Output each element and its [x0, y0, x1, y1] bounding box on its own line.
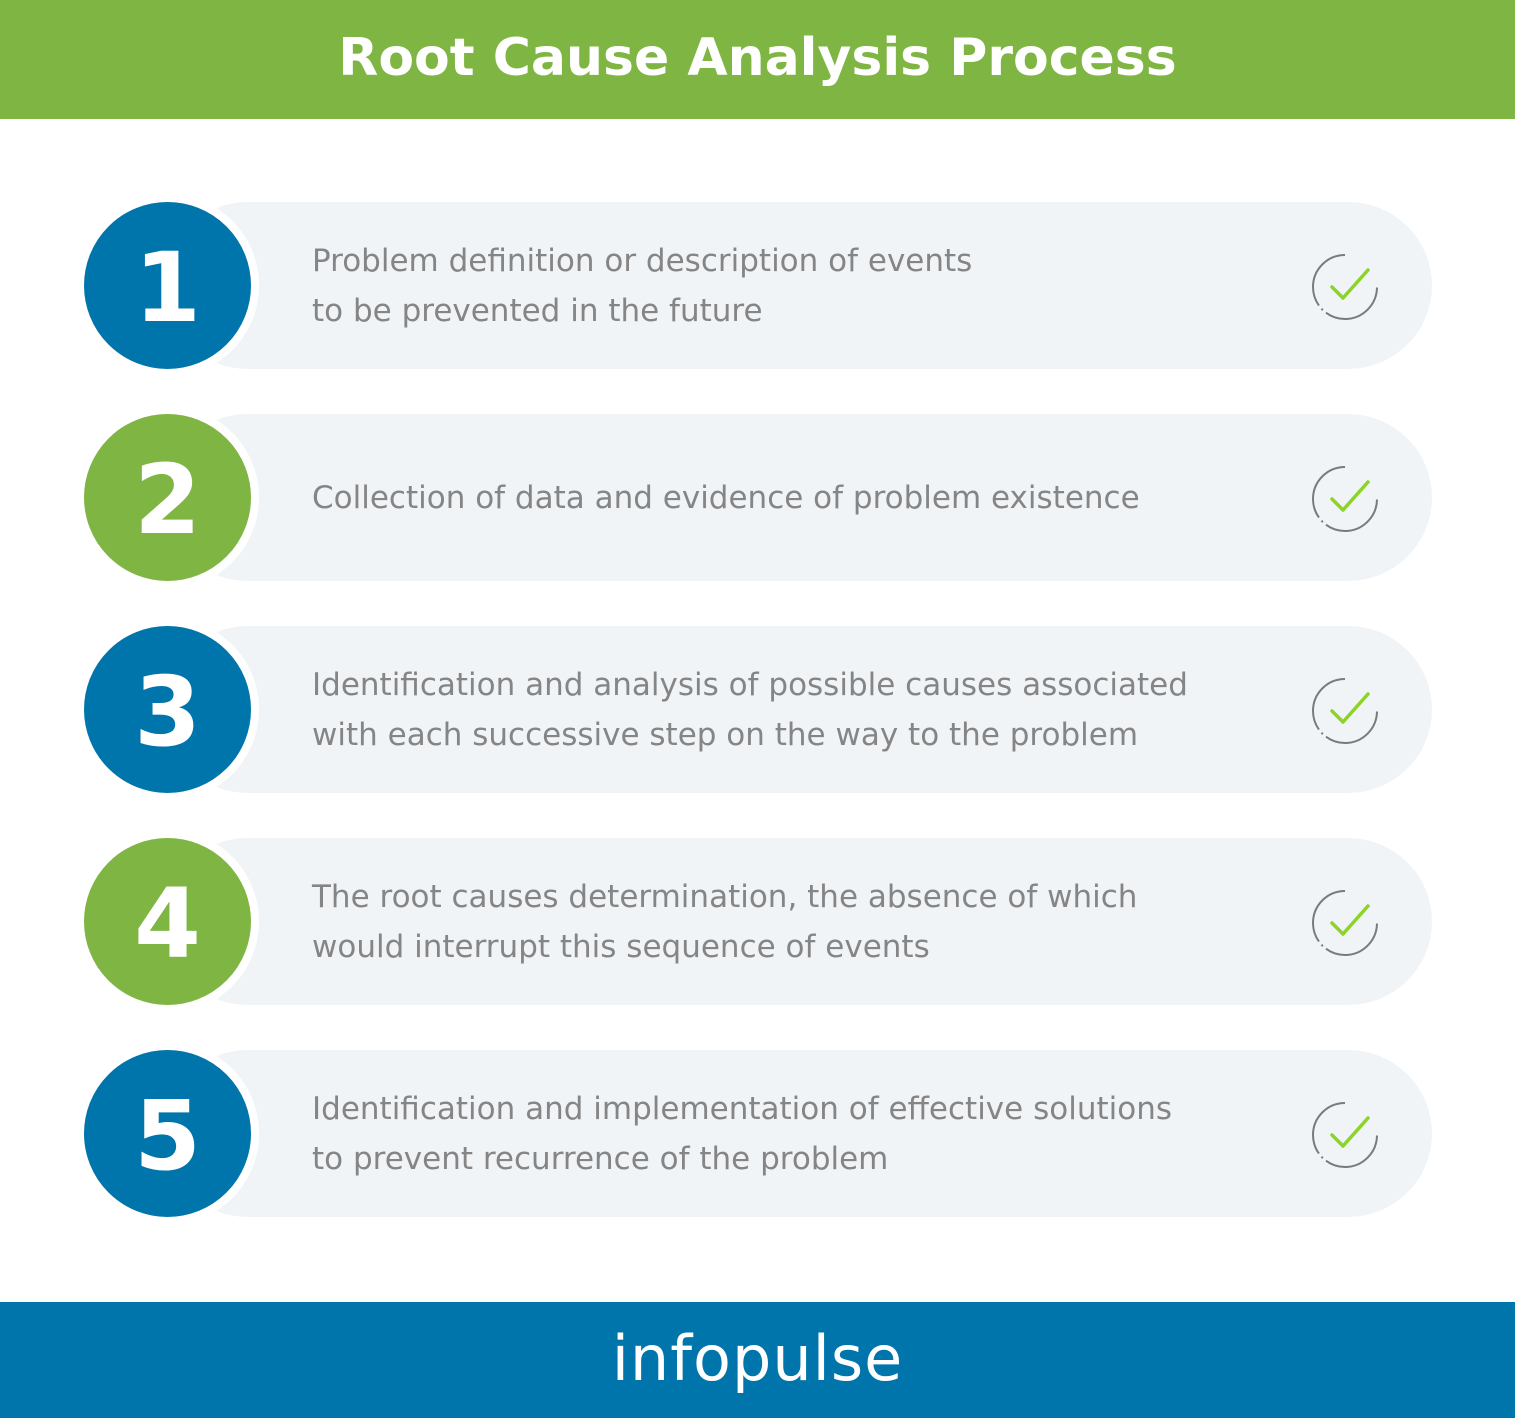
step-number: 5: [134, 1079, 201, 1192]
check-circle-icon: [1312, 890, 1378, 956]
step-number-badge: 4: [76, 830, 259, 1013]
step-text-line: would interrupt this sequence of events: [312, 928, 930, 965]
check-circle-icon: [1312, 678, 1378, 744]
step-description: The root causes determination, the absen…: [312, 838, 1212, 1005]
step-pill: [164, 626, 1432, 793]
step-number: 2: [134, 443, 201, 556]
step-text-line: Identification and analysis of possible …: [312, 666, 1188, 703]
step-number-badge: 1: [76, 194, 259, 377]
check-circle-icon: [1312, 1102, 1378, 1168]
step-text-line: with each successive step on the way to …: [312, 716, 1139, 753]
step-item: 5 Identification and implementation of e…: [76, 1042, 1432, 1225]
step-pill: [164, 414, 1432, 581]
step-pill: [164, 838, 1432, 1005]
step-description: Identification and implementation of eff…: [312, 1050, 1212, 1217]
step-description: Identification and analysis of possible …: [312, 626, 1212, 793]
step-item: 2 Collection of data and evidence of pro…: [76, 406, 1432, 589]
step-description: Problem definition or description of eve…: [312, 202, 1212, 369]
step-text-line: The root causes determination, the absen…: [312, 878, 1138, 915]
step-text-line: Collection of data and evidence of probl…: [312, 479, 1140, 516]
page-title: Root Cause Analysis Process: [338, 27, 1177, 88]
step-text-line: to prevent recurrence of the problem: [312, 1140, 889, 1177]
step-number: 4: [134, 867, 201, 980]
check-circle-icon: [1312, 466, 1378, 532]
step-item: 1 Problem definition or description of e…: [76, 194, 1432, 377]
step-item: 4 The root causes determination, the abs…: [76, 830, 1432, 1013]
step-number-badge: 2: [76, 406, 259, 589]
step-text-line: Problem definition or description of eve…: [312, 242, 973, 279]
step-pill: [164, 1050, 1432, 1217]
header-banner: Root Cause Analysis Process: [0, 0, 1515, 119]
footer-banner: infopulse: [0, 1302, 1515, 1418]
step-number: 1: [134, 231, 201, 344]
check-circle-icon: [1312, 254, 1378, 320]
step-number-badge: 3: [76, 618, 259, 801]
step-text-line: Identification and implementation of eff…: [312, 1090, 1172, 1127]
step-description: Collection of data and evidence of probl…: [312, 414, 1212, 581]
brand-logo: infopulse: [611, 1321, 904, 1395]
step-text-line: to be prevented in the future: [312, 292, 763, 329]
step-pill: [164, 202, 1432, 369]
step-number-badge: 5: [76, 1042, 259, 1225]
step-item: 3 Identification and analysis of possibl…: [76, 618, 1432, 801]
step-number: 3: [134, 655, 201, 768]
